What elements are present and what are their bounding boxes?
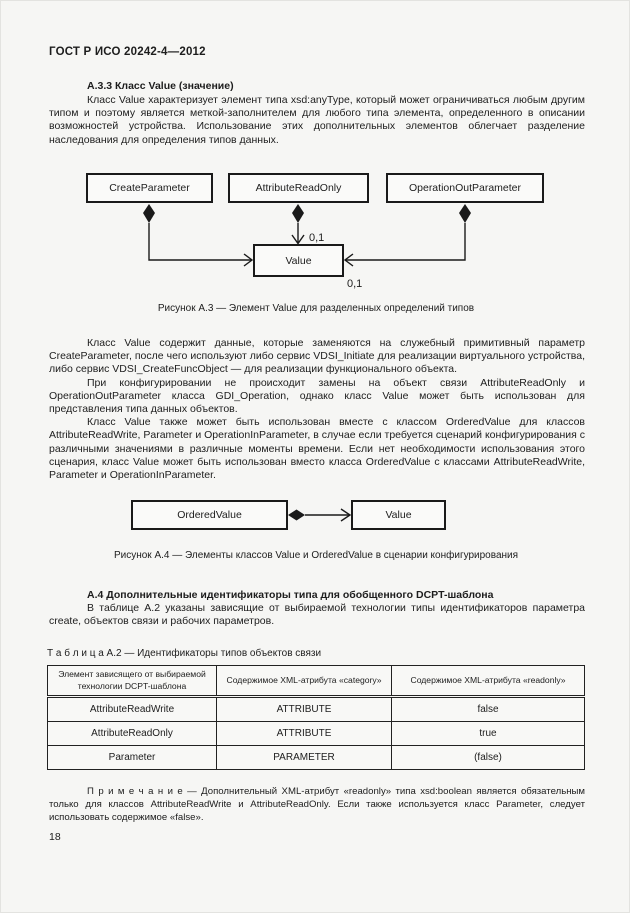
table-cell: true [391, 720, 585, 746]
arrowhead-icon [343, 253, 354, 267]
composition-diamond-icon [292, 204, 304, 223]
arrowhead-icon [340, 508, 352, 522]
figure-a3-diagram: 0,1 0,1 CreateParameter AttributeReadOnl… [49, 171, 586, 295]
table-cell: PARAMETER [216, 744, 392, 770]
section-a33-paragraph: Класс Value характеризует элемент типа x… [49, 94, 585, 147]
multiplicity-label-top: 0,1 [309, 232, 324, 244]
class-box-value: Value [253, 244, 344, 277]
class-box-operation-out-parameter: OperationOutParameter [386, 173, 544, 203]
section-a33-heading: А.3.3 Класс Value (значение) [87, 80, 234, 92]
table-row: AttributeReadWrite ATTRIBUTE false [47, 695, 585, 722]
arrowhead-icon [243, 253, 254, 267]
table-cell: ATTRIBUTE [216, 720, 392, 746]
body-paragraphs: Класс Value содержит данные, которые зам… [49, 337, 585, 482]
composition-diamond-icon [143, 204, 155, 223]
table-header-cell: Элемент зависящего от выбираемой техноло… [47, 665, 217, 698]
arrowhead-icon [291, 234, 305, 245]
table-cell: false [391, 695, 585, 722]
table-cell: AttributeReadWrite [47, 695, 217, 722]
page-number: 18 [49, 831, 61, 843]
table-a2: Элемент зависящего от выбираемой техноло… [47, 665, 585, 770]
figure-a3-caption: Рисунок А.3 — Элемент Value для разделен… [157, 303, 475, 314]
multiplicity-label-right: 0,1 [347, 278, 362, 290]
note-block: П р и м е ч а н и е — Дополнительный XML… [49, 785, 585, 824]
paragraph-text: Класс Value содержит данные, которые зам… [49, 337, 585, 376]
class-box-attribute-read-only: AttributeReadOnly [228, 173, 369, 203]
figure-a4-connectors [288, 508, 352, 522]
table-cell: Parameter [47, 744, 217, 770]
section-a4-paragraph: В таблице А.2 указаны зависящие от выбир… [49, 602, 585, 628]
table-header-row: Элемент зависящего от выбираемой техноло… [47, 665, 585, 698]
document-header: ГОСТ Р ИСО 20242-4—2012 [49, 46, 206, 58]
figure-a4-caption: Рисунок А.4 — Элементы классов Value и O… [113, 550, 519, 561]
table-row: AttributeReadOnly ATTRIBUTE true [47, 720, 585, 746]
note-text: П р и м е ч а н и е — Дополнительный XML… [49, 786, 585, 823]
class-box-value: Value [351, 500, 446, 530]
table-header-cell: Содержимое XML-атрибута «category» [216, 665, 392, 698]
class-box-create-parameter: CreateParameter [86, 173, 213, 203]
figure-a4-diagram: OrderedValue Value [49, 498, 586, 534]
table-header-cell: Содержимое XML-атрибута «readonly» [391, 665, 585, 698]
table-cell: (false) [391, 744, 585, 770]
section-a4-heading: А.4 Дополнительные идентификаторы типа д… [87, 589, 494, 601]
table-cell: AttributeReadOnly [47, 720, 217, 746]
paragraph-text: В таблице А.2 указаны зависящие от выбир… [49, 602, 585, 628]
table-cell: ATTRIBUTE [216, 695, 392, 722]
table-a2-caption: Т а б л и ц а А.2 — Идентификаторы типов… [47, 648, 322, 659]
table-row: Parameter PARAMETER (false) [47, 744, 585, 770]
paragraph-text: Класс Value также может быть использован… [49, 416, 585, 482]
composition-diamond-icon [288, 509, 305, 521]
figure-a3-connectors: 0,1 0,1 [143, 204, 471, 290]
paragraph-text: При конфигурировании не происходит замен… [49, 376, 585, 416]
composition-diamond-icon [459, 204, 471, 223]
class-box-ordered-value: OrderedValue [131, 500, 288, 530]
paragraph-text: Класс Value характеризует элемент типа x… [49, 94, 585, 146]
